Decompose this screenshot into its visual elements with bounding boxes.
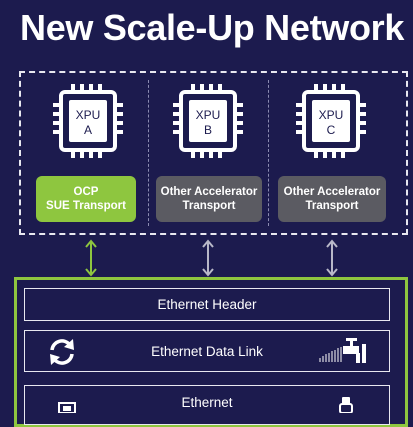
chip-pins (53, 84, 123, 158)
xpu-letter: C (327, 123, 336, 137)
transport-ocp-sue: OCP SUE Transport (36, 176, 136, 222)
double-arrow-gray-icon (202, 239, 214, 277)
xpu-label: XPU (319, 108, 344, 122)
xpu-group-box (19, 71, 408, 235)
xpu-letter: B (204, 123, 212, 137)
chip-pins (296, 84, 366, 158)
double-arrow-gray-icon (326, 239, 338, 277)
xpu-label: XPU (196, 108, 221, 122)
transport-other-accelerator-c: Other Accelerator Transport (278, 176, 386, 222)
xpu-letter: A (84, 123, 92, 137)
page-title: New Scale-Up Network (20, 7, 405, 48)
chip-die (189, 100, 227, 142)
xpu-chip-c: XPU C (296, 84, 366, 158)
chip-pins (173, 84, 243, 158)
layer-ethernet-data-link: Ethernet Data Link (24, 330, 390, 372)
module-icon (58, 402, 76, 413)
transport-line2: SUE Transport (46, 200, 126, 212)
layer-label: Ethernet Header (157, 297, 257, 312)
xpu-label: XPU (76, 108, 101, 122)
layer-ethernet-header: Ethernet Header (24, 288, 390, 321)
layer-ethernet: Ethernet (24, 385, 390, 425)
transport-line1: Other Accelerator (160, 186, 258, 198)
transport-line1: Other Accelerator (283, 186, 381, 198)
sync-arrows-icon (50, 339, 74, 365)
chip-die (69, 100, 107, 142)
column-divider (148, 80, 149, 226)
connector-icon (339, 397, 353, 413)
transport-line2: Transport (182, 200, 236, 212)
tap-pipe-icon (319, 338, 366, 363)
chip-die (312, 100, 350, 142)
layer-label: Ethernet Data Link (151, 343, 263, 359)
xpu-chip-a: XPU A (53, 84, 123, 158)
transport-line2: Transport (305, 200, 359, 212)
transport-line1: OCP (73, 186, 99, 198)
layer-label: Ethernet (181, 395, 233, 410)
column-divider (268, 80, 269, 226)
xpu-chip-b: XPU B (173, 84, 243, 158)
double-arrow-green-icon (85, 239, 97, 277)
transport-other-accelerator-b: Other Accelerator Transport (156, 176, 262, 222)
